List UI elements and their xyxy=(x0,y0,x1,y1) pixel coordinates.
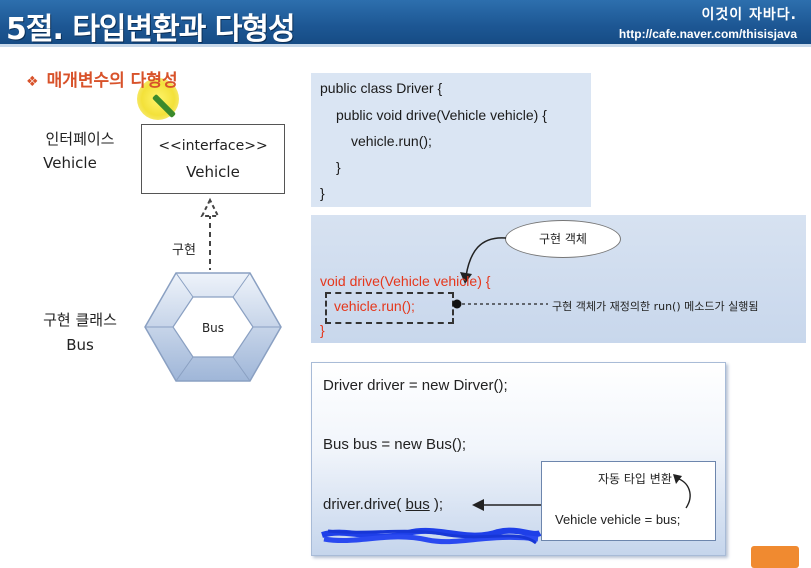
scribble-annotation xyxy=(321,527,542,545)
bus-creation-code: Bus bus = new Bus(); xyxy=(323,436,466,453)
drive-call-suffix: ); xyxy=(429,496,444,513)
override-explanation: 구현 객체가 재정의한 run() 메소드가 실행됨 xyxy=(552,300,759,313)
brand-name: 이것이 자바다. xyxy=(701,7,797,23)
run-call-code: vehicle.run(); xyxy=(334,298,415,314)
drive-call-code: driver.drive( bus ); xyxy=(323,496,443,513)
driver-class-code xyxy=(311,73,591,207)
auto-cast-box xyxy=(541,461,716,541)
driver-creation-code: Driver driver = new Dirver(); xyxy=(323,377,508,394)
header-divider xyxy=(0,44,811,47)
diamond-bullet-icon: ❖ xyxy=(26,74,39,90)
code-line: public void drive(Vehicle vehicle) { xyxy=(336,107,547,123)
channel-logo-icon xyxy=(751,546,799,568)
slide-header: 5절. 타입변환과 다형성 이것이 자바다. http://cafe.naver… xyxy=(0,0,811,47)
drive-method-signature: void drive(Vehicle vehicle) { xyxy=(320,273,491,289)
section-title-text: 매개변수의 다형성 xyxy=(46,71,178,91)
interface-stereotype: <<interface>> xyxy=(158,138,268,154)
code-line: } xyxy=(320,185,325,201)
class-label-name: Bus xyxy=(66,336,94,354)
implements-arrow-icon xyxy=(200,197,220,270)
interface-box: <<interface>> Vehicle xyxy=(141,124,285,194)
interface-label: 인터페이스 xyxy=(45,130,115,148)
code-line: public class Driver { xyxy=(320,80,443,96)
curved-arrow-small-icon xyxy=(673,474,691,509)
slide-title: 5절. 타입변환과 다형성 xyxy=(6,12,296,47)
method-close-brace: } xyxy=(320,322,325,338)
left-arrow-icon xyxy=(472,499,543,511)
hexagon-class-name: Bus xyxy=(201,321,225,335)
class-label: 구현 클래스 xyxy=(43,311,117,329)
drive-call-prefix: driver.drive( xyxy=(323,496,406,513)
dashed-pointer-icon xyxy=(452,299,548,309)
code-line: vehicle.run(); xyxy=(351,133,432,149)
run-call-highlight xyxy=(325,292,454,324)
impl-object-bubble: 구현 객체 xyxy=(505,220,621,258)
auto-cast-code: Vehicle vehicle = bus; xyxy=(555,512,681,527)
brand-block: 이것이 자바다. http://cafe.naver.com/thisisjav… xyxy=(619,4,797,41)
drive-call-argument: bus xyxy=(405,496,430,513)
relation-label: 구현 xyxy=(172,243,196,258)
section-title: ❖ 매개변수의 다형성 xyxy=(26,66,178,91)
bus-class-hexagon xyxy=(144,272,282,382)
brand-url: http://cafe.naver.com/thisisjava xyxy=(618,27,797,41)
curved-arrow-icon xyxy=(460,237,507,284)
auto-cast-title: 자동 타입 변환 xyxy=(598,472,672,486)
interface-label-name: Vehicle xyxy=(43,154,97,172)
code-line: } xyxy=(336,159,341,175)
interface-name: Vehicle xyxy=(186,163,240,181)
